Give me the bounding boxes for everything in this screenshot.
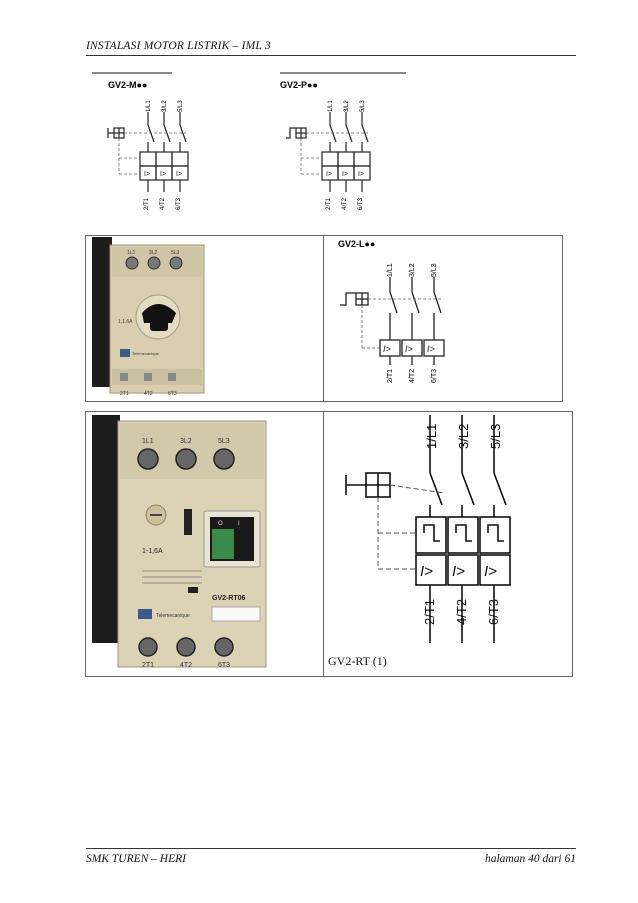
device1-photo: 1L1 3L2 5L3 1,1.6A Telemecanique 2T1 4T2… <box>92 237 205 397</box>
device1-bot-3: 6T3 <box>168 391 177 397</box>
device1-brand: Telemecanique <box>132 351 160 356</box>
gv2l-title: GV2-L●● <box>338 239 375 249</box>
gv2l-diagram: GV2-L●● 1/L1 3/L2 5/L3 I> I> I> 2/T1 4/T… <box>338 239 445 383</box>
gv2p-diagram: 1/L1 3/L2 5/L3 I> I> I> 2/T1 4/T2 6/T3 <box>286 100 371 210</box>
gv2rt-diagram: 1/L1 3/L2 5/L3 I> I> I> 2/T1 4/T2 6/T3 <box>345 415 511 643</box>
device2-top-2: 3L2 <box>180 438 192 445</box>
gv2rt-top-1: 1/L1 <box>424 424 439 449</box>
device2-brand: Telemecanique <box>156 613 190 619</box>
svg-text:I>: I> <box>176 171 182 178</box>
gv2m-bot-1: 2/T1 <box>144 197 150 210</box>
gv2m-diagram: 1/L1 3/L2 5/L3 I> I> I> 2/T1 4/T2 6/T3 <box>107 100 189 210</box>
device2-bot-1: 2T1 <box>142 662 154 669</box>
device1-top-2: 3L2 <box>149 250 158 256</box>
device1-bot-2: 4T2 <box>144 391 153 397</box>
svg-text:I>: I> <box>427 344 435 354</box>
footer-rule <box>86 848 576 849</box>
device1-top-1: 1L1 <box>127 250 136 256</box>
device2-top-3: 5L3 <box>218 438 230 445</box>
footer-page-number: halaman 40 dari 61 <box>484 853 576 865</box>
svg-text:I>: I> <box>358 171 364 178</box>
device1-bot-1: 2T1 <box>120 391 129 397</box>
device2-rating: 1-1,6A <box>142 548 163 555</box>
top-schematics: GV2-M●● GV2-P●● 1/L1 3/L2 5/L3 I> I> I> 2/… <box>92 72 406 210</box>
svg-text:I>: I> <box>326 171 332 178</box>
gv2m-bot-3: 6/T3 <box>176 197 182 210</box>
gv2l-bot-1: 2/T1 <box>387 369 394 383</box>
device1-rating: 1,1.6A <box>118 319 133 325</box>
gv2rt-top-3: 5/L3 <box>488 424 503 449</box>
gv2l-top-2: 3/L2 <box>409 263 416 277</box>
gv2m-title: GV2-M●● <box>108 80 147 90</box>
svg-text:I>: I> <box>484 563 497 580</box>
header-title: INSTALASI MOTOR LISTRIK – IML 3 <box>86 40 271 52</box>
gv2p-top-2: 3/L2 <box>344 100 350 112</box>
device2-switch-off: O <box>218 521 223 527</box>
gv2m-bot-2: 4/T2 <box>160 197 166 210</box>
svg-text:I>: I> <box>342 171 348 178</box>
gv2m-top-3: 5/L3 <box>178 100 184 112</box>
gv2p-bot-2: 4/T2 <box>342 197 348 210</box>
svg-text:I>: I> <box>420 563 433 580</box>
header-rule <box>86 55 576 56</box>
gv2p-bot-1: 2/T1 <box>326 197 332 210</box>
gv2rt-bot-1: 2/T1 <box>422 599 437 625</box>
device2-bot-2: 4T2 <box>180 662 192 669</box>
row1-divider <box>323 236 324 401</box>
svg-text:I>: I> <box>383 344 391 354</box>
device2-photo: 1L1 3L2 5L3 O I 1-1,6A GV2-RT06 Telemeca… <box>92 415 267 669</box>
gv2p-top-3: 5/L3 <box>360 100 366 112</box>
row2-divider <box>323 412 324 676</box>
gv2l-bot-3: 6/T3 <box>431 369 438 383</box>
gv2rt-bot-3: 6/T3 <box>486 599 501 625</box>
gv2l-top-3: 5/L3 <box>431 263 438 277</box>
gv2p-bot-3: 6/T3 <box>358 197 364 210</box>
device2-bot-3: 6T3 <box>218 662 230 669</box>
svg-text:I>: I> <box>160 171 166 178</box>
svg-text:I>: I> <box>144 171 150 178</box>
device1-top-3: 5L3 <box>171 250 180 256</box>
gv2rt-top-2: 3/L2 <box>456 424 471 449</box>
gv2l-top-1: 1/L1 <box>387 263 394 277</box>
device2-switch-on: I <box>238 521 240 527</box>
gv2l-bot-2: 4/T2 <box>409 369 416 383</box>
footer-left: SMK TUREN – HERI <box>86 853 186 865</box>
device2-model: GV2-RT06 <box>212 595 246 602</box>
device2-top-1: 1L1 <box>142 438 154 445</box>
gv2p-top-1: 1/L1 <box>328 100 334 112</box>
gv2rt-caption: GV2-RT (1) <box>328 654 387 668</box>
gv2m-top-2: 3/L2 <box>162 100 168 112</box>
gv2p-title: GV2-P●● <box>280 80 318 90</box>
svg-text:I>: I> <box>452 563 465 580</box>
svg-text:I>: I> <box>405 344 413 354</box>
gv2rt-bot-2: 4/T2 <box>454 599 469 625</box>
gv2m-top-1: 1/L1 <box>146 100 152 112</box>
